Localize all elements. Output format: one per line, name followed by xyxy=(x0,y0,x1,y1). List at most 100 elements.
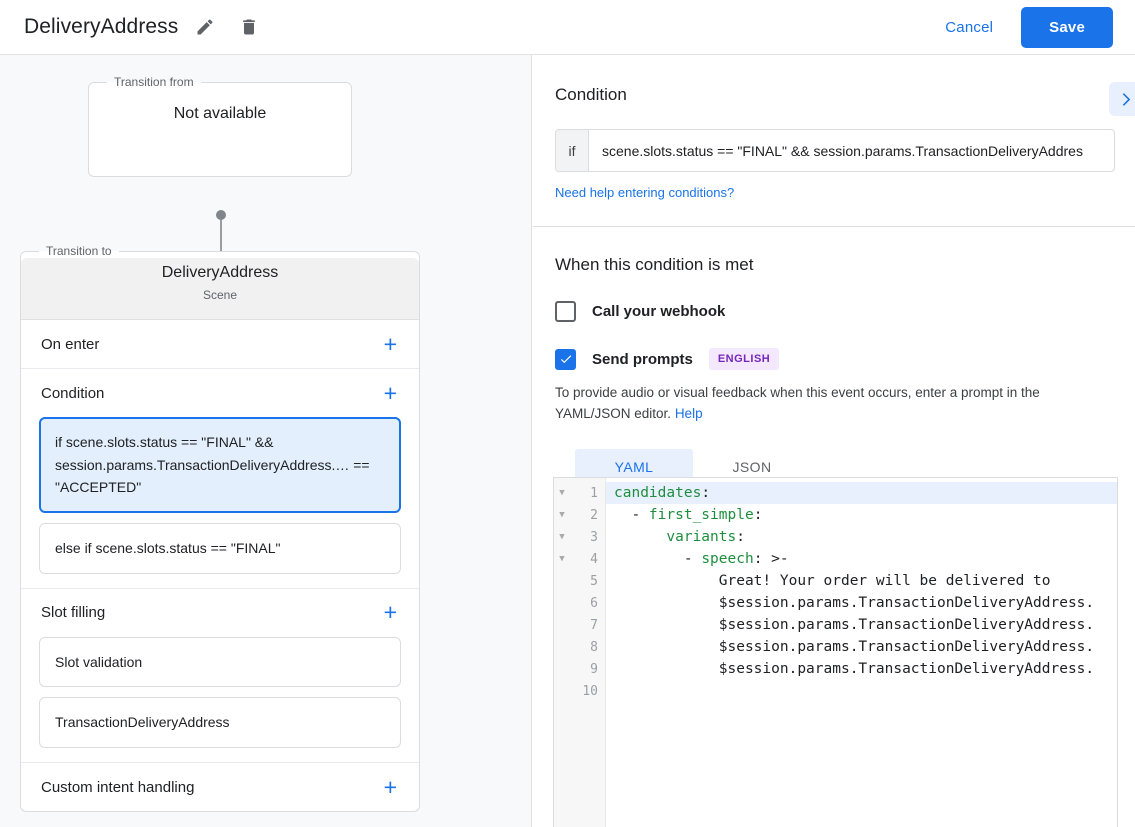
section-header: On enter+ xyxy=(21,320,419,368)
fold-arrow-icon[interactable]: ▼ xyxy=(559,487,565,498)
condition-detail-pane: Condition if Need help entering conditio… xyxy=(533,55,1135,827)
app-header: DeliveryAddress Cancel Save xyxy=(0,0,1135,55)
line-number: 10 xyxy=(582,683,598,699)
transition-to-type: Scene xyxy=(202,288,238,302)
code-line[interactable]: $session.params.TransactionDeliveryAddre… xyxy=(606,592,1117,614)
line-number: 6 xyxy=(590,595,598,611)
condition-section: Condition if Need help entering conditio… xyxy=(533,55,1135,227)
gutter-row: ▼3 xyxy=(554,526,605,548)
yaml-text: $session.params.TransactionDeliveryAddre… xyxy=(614,595,1095,611)
gutter-row: ▼2 xyxy=(554,504,605,526)
scene-section: Condition + if scene.slots.status == "FINA… xyxy=(21,369,419,589)
line-number: 8 xyxy=(590,639,598,655)
line-number: 4 xyxy=(590,551,598,567)
scene-graph-pane: Transition from Not available Transition… xyxy=(0,55,532,827)
scene-section: On enter+ xyxy=(21,320,419,369)
trash-icon[interactable] xyxy=(232,10,266,44)
transition-to-legend: Transition to xyxy=(46,244,112,258)
gutter-row: ▼4 xyxy=(554,548,605,570)
pencil-icon[interactable] xyxy=(188,10,222,44)
gutter-row: 7 xyxy=(554,614,605,636)
transition-from-card[interactable]: Transition from Not available xyxy=(88,75,352,177)
line-number: 5 xyxy=(590,573,598,589)
condition-expression-input[interactable] xyxy=(589,130,1114,171)
yaml-text: : xyxy=(736,529,745,545)
section-title: Custom intent handling xyxy=(41,778,195,796)
gutter-row: 10 xyxy=(554,680,605,702)
line-number: 1 xyxy=(590,485,598,501)
code-line[interactable]: variants: xyxy=(606,526,1117,548)
add-icon[interactable]: + xyxy=(383,599,397,626)
yaml-text: - xyxy=(614,507,649,523)
transition-to-header[interactable]: DeliveryAddress Scene xyxy=(21,258,419,320)
code-line[interactable]: $session.params.TransactionDeliveryAddre… xyxy=(606,658,1117,680)
yaml-text: Great! Your order will be delivered to xyxy=(614,573,1051,589)
add-icon[interactable]: + xyxy=(383,330,397,357)
code-line[interactable]: Great! Your order will be delivered to xyxy=(606,570,1117,592)
list-item-selected[interactable]: if scene.slots.status == "FINAL" && sess… xyxy=(39,417,401,514)
yaml-key: candidates xyxy=(614,485,702,501)
send-prompts-label: Send prompts xyxy=(592,350,693,368)
when-condition-met-section: When this condition is met Call your web… xyxy=(533,227,1135,485)
scene-section: Custom intent handling + xyxy=(21,763,419,811)
condition-heading: Condition xyxy=(555,85,627,104)
code-line[interactable]: $session.params.TransactionDeliveryAddre… xyxy=(606,636,1117,658)
call-webhook-checkbox[interactable] xyxy=(555,301,576,322)
yaml-key: variants xyxy=(666,529,737,545)
section-title: Condition xyxy=(41,384,105,402)
prompt-help-text: To provide audio or visual feedback when… xyxy=(555,383,1115,425)
gutter-row: ▼1 xyxy=(554,482,605,504)
section-title: Slot filling xyxy=(41,604,106,622)
section-body: if scene.slots.status == "FINAL" && sess… xyxy=(21,417,419,588)
gutter-row: 8 xyxy=(554,636,605,658)
condition-if-label: if xyxy=(556,130,589,171)
yaml-text xyxy=(614,529,666,545)
code-line[interactable] xyxy=(606,680,1117,702)
transition-to-name: DeliveryAddress xyxy=(161,264,279,281)
transition-to-card: Transition to DeliveryAddress Scene On e… xyxy=(20,244,420,813)
line-number: 2 xyxy=(590,507,598,523)
list-item[interactable]: TransactionDeliveryAddress xyxy=(39,697,401,749)
scene-sections: On enter+ Condition + if scene.slots.status… xyxy=(21,320,419,811)
transition-from-value: Not available xyxy=(173,105,267,122)
list-item[interactable]: else if scene.slots.status == "FINAL" xyxy=(39,523,401,574)
fold-arrow-icon[interactable]: ▼ xyxy=(559,553,565,564)
yaml-text: $session.params.TransactionDeliveryAddre… xyxy=(614,617,1095,633)
line-number: 3 xyxy=(590,529,598,545)
yaml-text: : xyxy=(701,485,711,501)
tab-json[interactable]: JSON xyxy=(732,458,772,475)
send-prompts-checkbox[interactable] xyxy=(555,348,576,370)
line-number: 7 xyxy=(590,617,598,633)
code-line[interactable]: $session.params.TransactionDeliveryAddre… xyxy=(606,614,1117,636)
condition-input-row[interactable]: if xyxy=(555,129,1115,172)
prompt-help-sentence: To provide audio or visual feedback when… xyxy=(555,385,1040,421)
yaml-text: : >- xyxy=(753,551,789,567)
add-icon[interactable]: + xyxy=(383,773,397,800)
section-header: Slot filling + xyxy=(21,589,419,637)
list-item[interactable]: Slot validation xyxy=(39,636,401,688)
save-button[interactable]: Save xyxy=(1021,6,1113,48)
code-line[interactable]: - speech: >- xyxy=(606,548,1117,570)
code-line[interactable]: candidates: xyxy=(606,482,1117,504)
gutter-row: 6 xyxy=(554,592,605,614)
cancel-button[interactable]: Cancel xyxy=(931,10,1007,45)
add-icon[interactable]: + xyxy=(383,379,397,406)
code-line[interactable]: - first_simple: xyxy=(606,504,1117,526)
transition-from-legend: Transition from xyxy=(114,75,194,89)
chevron-right-icon[interactable] xyxy=(1109,82,1135,116)
yaml-text: $session.params.TransactionDeliveryAddre… xyxy=(614,661,1095,677)
yaml-text: $session.params.TransactionDeliveryAddre… xyxy=(614,639,1095,655)
editor-code-area[interactable]: candidates: - first_simple: variants: - … xyxy=(606,478,1117,827)
yaml-text: - xyxy=(614,551,702,567)
fold-arrow-icon[interactable]: ▼ xyxy=(559,531,565,542)
yaml-key: first_simple xyxy=(648,507,754,523)
prompt-help-link[interactable]: Help xyxy=(674,405,703,421)
section-header: Condition + xyxy=(21,369,419,417)
webhook-checkbox-row[interactable]: Call your webhook xyxy=(555,301,1115,322)
fold-arrow-icon[interactable]: ▼ xyxy=(559,509,565,520)
send-prompts-row[interactable]: Send prompts ENGLISH xyxy=(555,348,1115,370)
condition-help-link[interactable]: Need help entering conditions? xyxy=(555,185,735,200)
